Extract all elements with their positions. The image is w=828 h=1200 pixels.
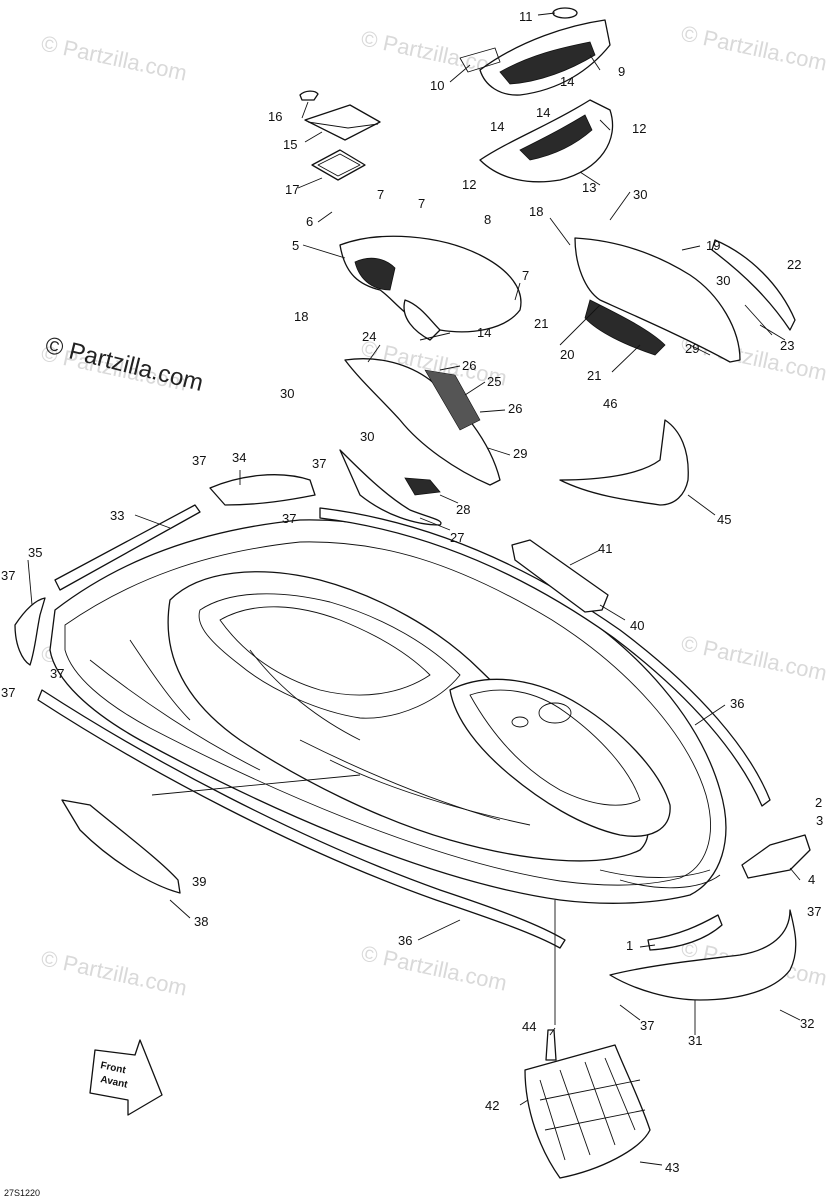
part-number-25: 25 bbox=[487, 374, 501, 389]
reference-code: 27S1220 bbox=[4, 1188, 40, 1198]
part-labels: 11 9 10 14 14 14 12 12 13 16 15 17 7 7 6… bbox=[1, 9, 823, 1175]
foot-wedge-bracket bbox=[511, 539, 609, 613]
part-number-20: 20 bbox=[560, 347, 574, 362]
bow-eye-bracket bbox=[741, 834, 811, 879]
part-number-7: 7 bbox=[377, 187, 384, 202]
part-number-3: 3 bbox=[816, 813, 823, 828]
watermark: © Partzilla.com bbox=[679, 630, 828, 685]
side-panel-left bbox=[339, 358, 501, 526]
rear-cap bbox=[209, 474, 316, 506]
arrow-label-front: Front bbox=[99, 1060, 127, 1076]
part-number-17: 17 bbox=[285, 182, 299, 197]
part-number-30: 30 bbox=[633, 187, 647, 202]
watermark: © Partzilla.com bbox=[39, 30, 189, 85]
watermark: © Partzilla.com bbox=[39, 945, 189, 1000]
drain-plug bbox=[545, 1029, 557, 1061]
part-number-4: 4 bbox=[808, 872, 815, 887]
part-number-32: 32 bbox=[800, 1016, 814, 1031]
console-cover bbox=[479, 99, 614, 183]
foot-plate bbox=[61, 799, 181, 894]
part-number-21: 21 bbox=[534, 316, 548, 331]
watermark: © Partzilla.com bbox=[359, 940, 509, 995]
part-number-28: 28 bbox=[456, 502, 470, 517]
part-number-12: 12 bbox=[632, 121, 646, 136]
part-number-18: 18 bbox=[294, 309, 308, 324]
deflector bbox=[459, 7, 611, 96]
part-number-11: 11 bbox=[519, 9, 533, 24]
front-direction-arrow: Front Avant bbox=[89, 1039, 163, 1116]
part-number-37: 37 bbox=[640, 1018, 654, 1033]
rear-handle-frame bbox=[339, 235, 522, 341]
part-number-12: 12 bbox=[462, 177, 476, 192]
rear-corner bbox=[14, 597, 46, 666]
part-number-43: 43 bbox=[665, 1160, 679, 1175]
part-number-45: 45 bbox=[717, 512, 731, 527]
part-number-14: 14 bbox=[477, 325, 491, 340]
rubrail-right bbox=[319, 507, 771, 807]
watermark: © Partzilla.com bbox=[679, 20, 828, 75]
part-number-37: 37 bbox=[50, 666, 64, 681]
front-side-panel bbox=[559, 419, 689, 506]
part-number-7: 7 bbox=[418, 196, 425, 211]
part-number-37: 37 bbox=[312, 456, 326, 471]
part-number-29: 29 bbox=[685, 341, 699, 356]
leader-lines bbox=[27, 12, 801, 1166]
part-number-14: 14 bbox=[536, 105, 550, 120]
part-number-42: 42 bbox=[485, 1098, 499, 1113]
part-number-36: 36 bbox=[730, 696, 744, 711]
part-number-13: 13 bbox=[582, 180, 596, 195]
part-number-30: 30 bbox=[360, 429, 374, 444]
part-number-30: 30 bbox=[716, 273, 730, 288]
part-number-27: 27 bbox=[450, 530, 464, 545]
part-number-39: 39 bbox=[192, 874, 206, 889]
part-number-8: 8 bbox=[484, 212, 491, 227]
part-number-24: 24 bbox=[362, 329, 376, 344]
part-number-14: 14 bbox=[490, 119, 504, 134]
part-number-33: 33 bbox=[110, 508, 124, 523]
part-number-26: 26 bbox=[462, 358, 476, 373]
part-number-16: 16 bbox=[268, 109, 282, 124]
part-number-23: 23 bbox=[780, 338, 794, 353]
part-number-30: 30 bbox=[280, 386, 294, 401]
part-number-7: 7 bbox=[522, 268, 529, 283]
part-number-18: 18 bbox=[529, 204, 543, 219]
part-number-2: 2 bbox=[815, 795, 822, 810]
part-number-44: 44 bbox=[522, 1019, 536, 1034]
part-number-36: 36 bbox=[398, 933, 412, 948]
part-number-29: 29 bbox=[513, 446, 527, 461]
part-number-40: 40 bbox=[630, 618, 644, 633]
part-number-22: 22 bbox=[787, 257, 801, 272]
part-number-46: 46 bbox=[603, 396, 617, 411]
part-number-21: 21 bbox=[587, 368, 601, 383]
rubrail-rear bbox=[54, 504, 201, 591]
part-number-9: 9 bbox=[618, 64, 625, 79]
side-panel-right bbox=[574, 237, 796, 363]
part-number-35: 35 bbox=[28, 545, 42, 560]
part-number-14: 14 bbox=[560, 74, 574, 89]
part-number-10: 10 bbox=[430, 78, 444, 93]
part-number-37: 37 bbox=[282, 511, 296, 526]
part-number-37: 37 bbox=[807, 904, 821, 919]
part-number-37: 37 bbox=[1, 685, 15, 700]
part-number-26: 26 bbox=[508, 401, 522, 416]
part-number-1: 1 bbox=[626, 938, 633, 953]
front-bumper bbox=[609, 909, 797, 1001]
part-number-5: 5 bbox=[292, 238, 299, 253]
storage-lid bbox=[299, 90, 381, 181]
hull-deck bbox=[49, 519, 727, 904]
part-number-38: 38 bbox=[194, 914, 208, 929]
part-number-31: 31 bbox=[688, 1033, 702, 1048]
part-number-37: 37 bbox=[1, 568, 15, 583]
part-number-6: 6 bbox=[306, 214, 313, 229]
part-number-41: 41 bbox=[598, 541, 612, 556]
part-number-19: 19 bbox=[706, 238, 720, 253]
part-number-37: 37 bbox=[192, 453, 206, 468]
part-number-34: 34 bbox=[232, 450, 246, 465]
bottom-plate bbox=[524, 1044, 651, 1179]
part-number-15: 15 bbox=[283, 137, 297, 152]
rubrail-left bbox=[37, 689, 566, 949]
